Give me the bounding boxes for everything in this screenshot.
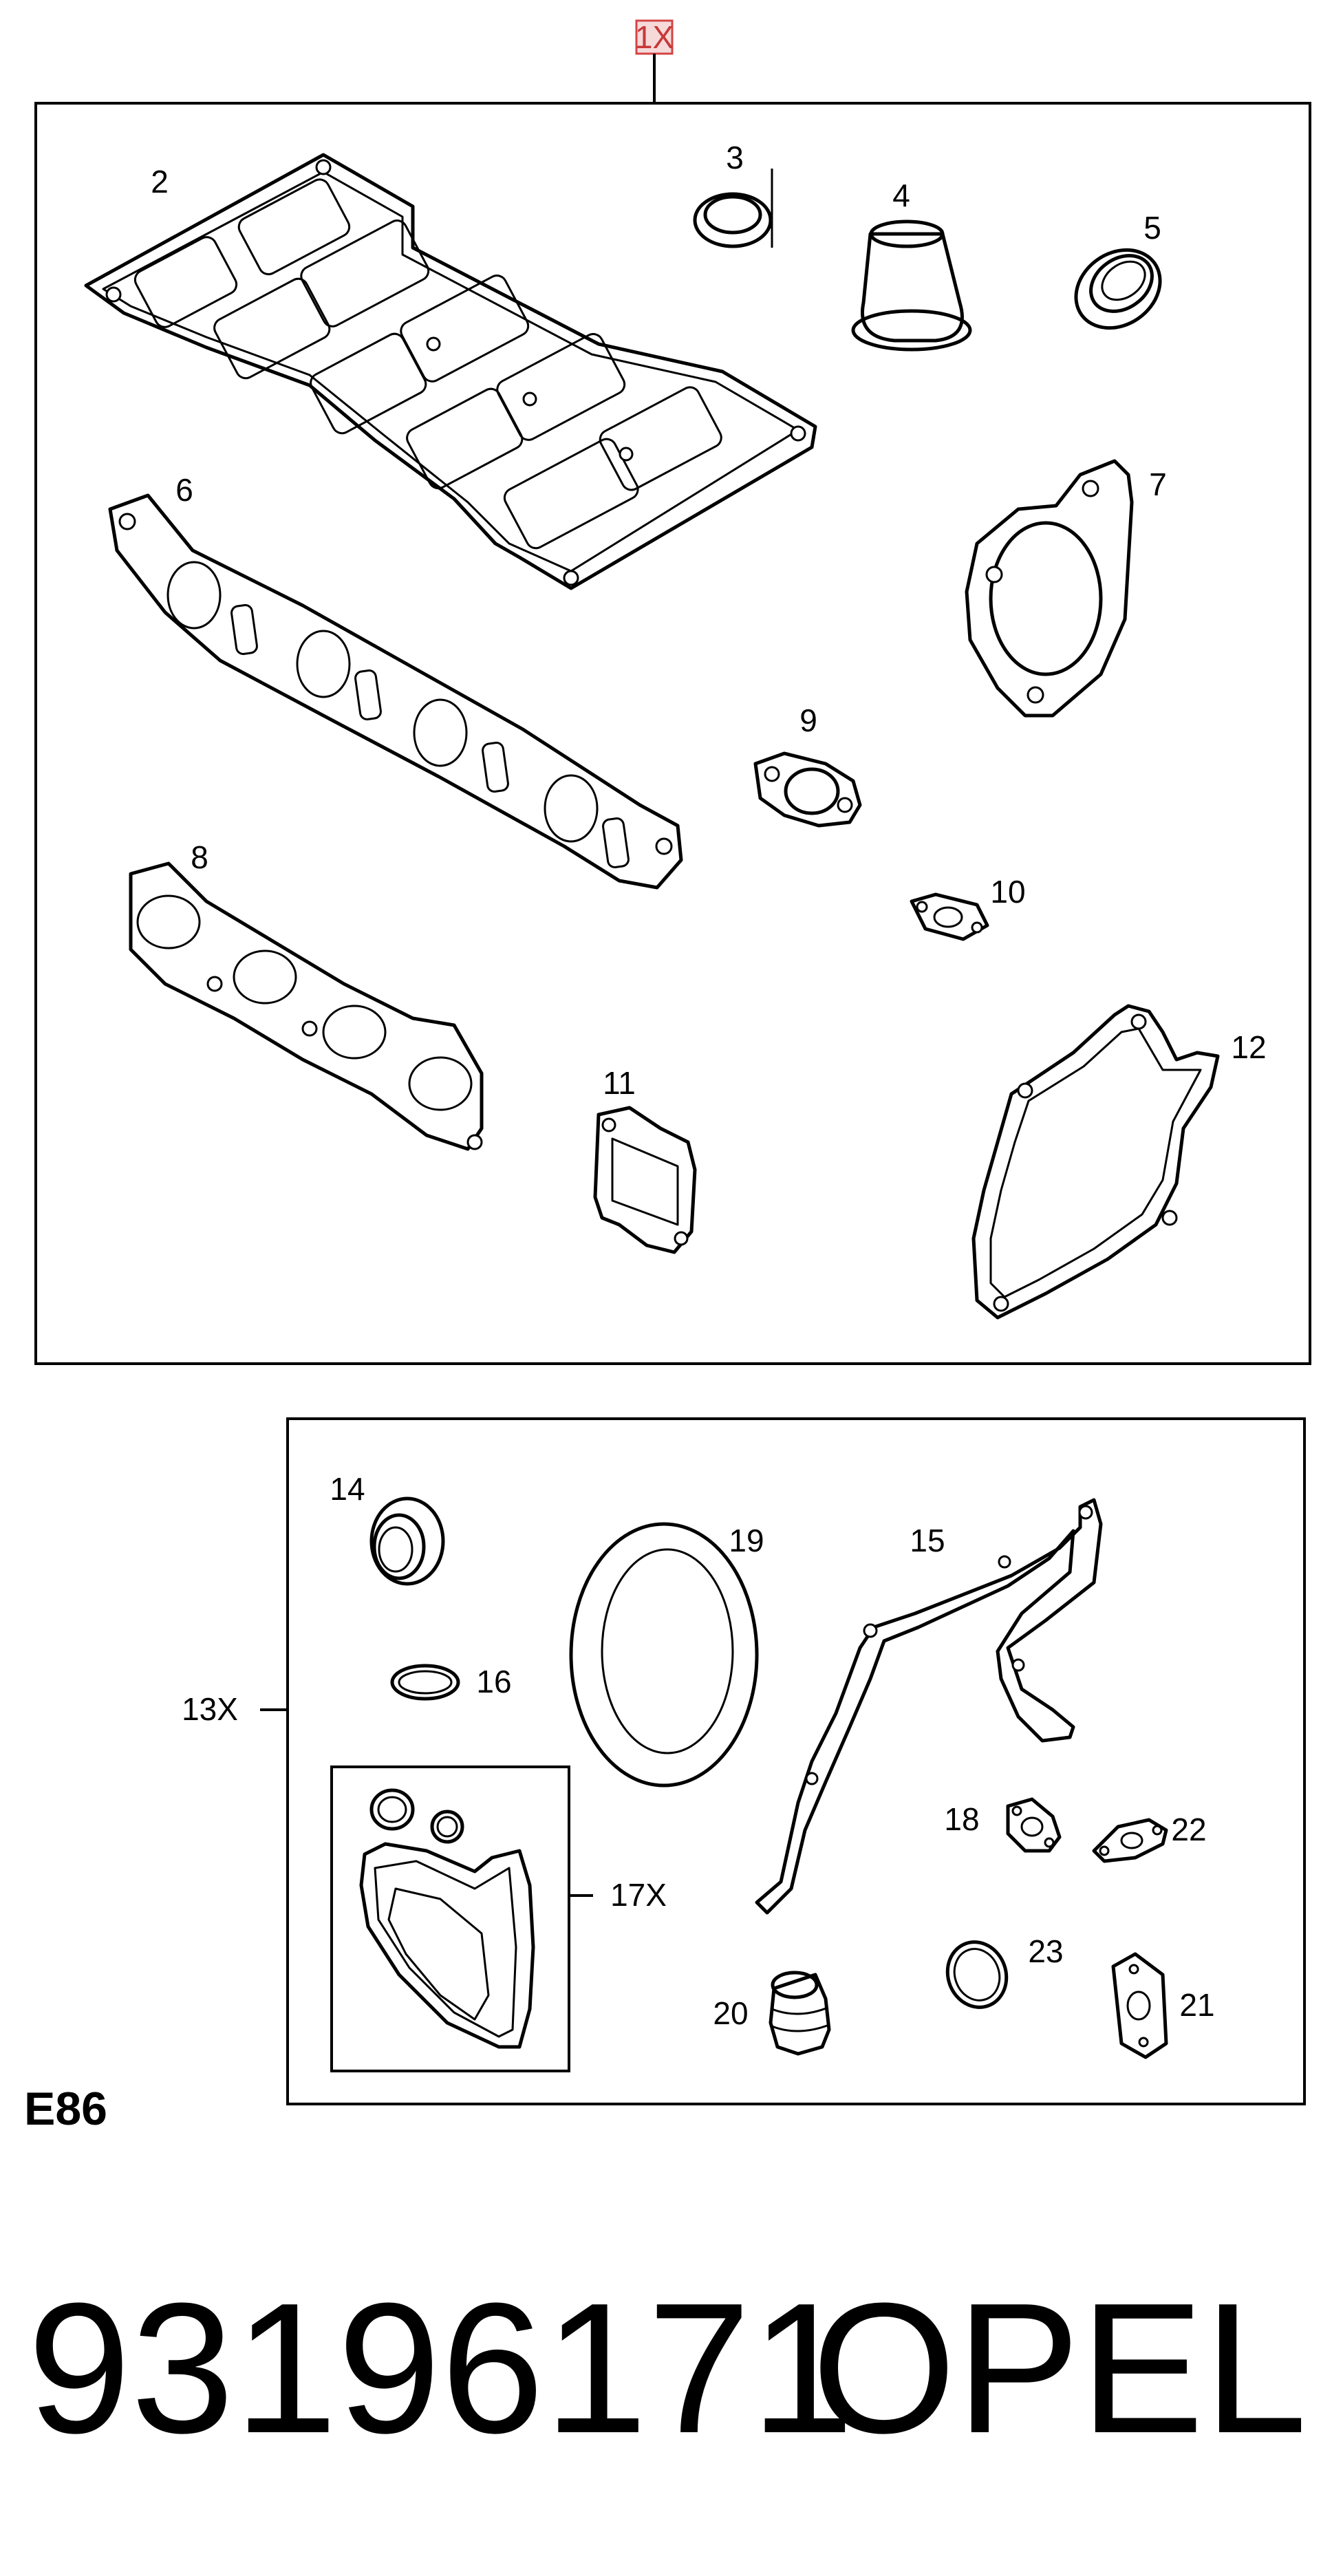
part-17-subkit-box[interactable] [330, 1765, 570, 2072]
part-5-oil-seal[interactable] [1061, 234, 1175, 344]
label-part-4: 4 [892, 178, 910, 213]
label-part-6: 6 [175, 472, 193, 508]
brand-name: OPEL [812, 2265, 1307, 2472]
kit-marker[interactable]: 1X [635, 19, 674, 103]
upper-kit-frame [34, 102, 1311, 1365]
label-part-9: 9 [799, 702, 817, 738]
label-part-5: 5 [1143, 210, 1161, 246]
part-12-timing-cover-gasket[interactable] [971, 1004, 1220, 1320]
part-9-flange-gasket[interactable] [753, 751, 862, 828]
part-10-small-gasket[interactable] [910, 892, 989, 941]
label-part-7: 7 [1149, 466, 1167, 502]
label-part-13[interactable]: 13X [182, 1691, 238, 1727]
label-part-15: 15 [910, 1523, 945, 1558]
label-part-19: 19 [729, 1523, 764, 1558]
label-part-11: 11 [603, 1065, 636, 1101]
label-part-18: 18 [944, 1801, 979, 1837]
part-19-large-ring[interactable] [569, 1522, 759, 1788]
label-part-23: 23 [1028, 1933, 1063, 1969]
label-part-2: 2 [151, 164, 169, 200]
label-part-14: 14 [330, 1471, 365, 1507]
part-11-square-gasket[interactable] [593, 1106, 697, 1254]
part-18-small-gasket[interactable] [1006, 1797, 1062, 1853]
label-part-21: 21 [1179, 1987, 1214, 2023]
label-part-17: 17X [610, 1877, 667, 1913]
part-16-o-ring[interactable] [390, 1664, 460, 1701]
label-part-12: 12 [1231, 1029, 1266, 1065]
part-4-boot[interactable] [851, 219, 972, 352]
kit-marker-label: 1X [635, 19, 674, 55]
part-7-flange-gasket[interactable] [965, 459, 1134, 718]
part-23-o-ring[interactable] [938, 1934, 1016, 2016]
part-22-small-gasket[interactable] [1092, 1818, 1168, 1863]
part-3-seal-ring[interactable] [693, 169, 773, 248]
part-14-seal[interactable] [369, 1496, 445, 1586]
part-20-grommet[interactable] [769, 1971, 831, 2056]
part-2-cover-gasket[interactable] [84, 153, 817, 590]
part-6-intake-gasket[interactable] [108, 493, 683, 890]
lower-kit-frame [286, 1417, 1306, 2105]
label-part-8: 8 [191, 839, 208, 875]
part-21-block-gasket[interactable] [1111, 1952, 1168, 2059]
label-part-20: 20 [713, 1995, 748, 2031]
label-part-3: 3 [726, 140, 744, 175]
part-15-cover-gasket[interactable] [755, 1498, 1103, 1915]
part-number: 93196171 [28, 2265, 854, 2472]
group-code: E86 [24, 2083, 107, 2135]
label-part-16: 16 [476, 1664, 511, 1699]
label-part-22: 22 [1171, 1812, 1206, 1847]
part-17-gaskets [359, 1788, 535, 2049]
label-part-10: 10 [990, 874, 1025, 910]
part-8-exhaust-gasket[interactable] [129, 861, 484, 1151]
